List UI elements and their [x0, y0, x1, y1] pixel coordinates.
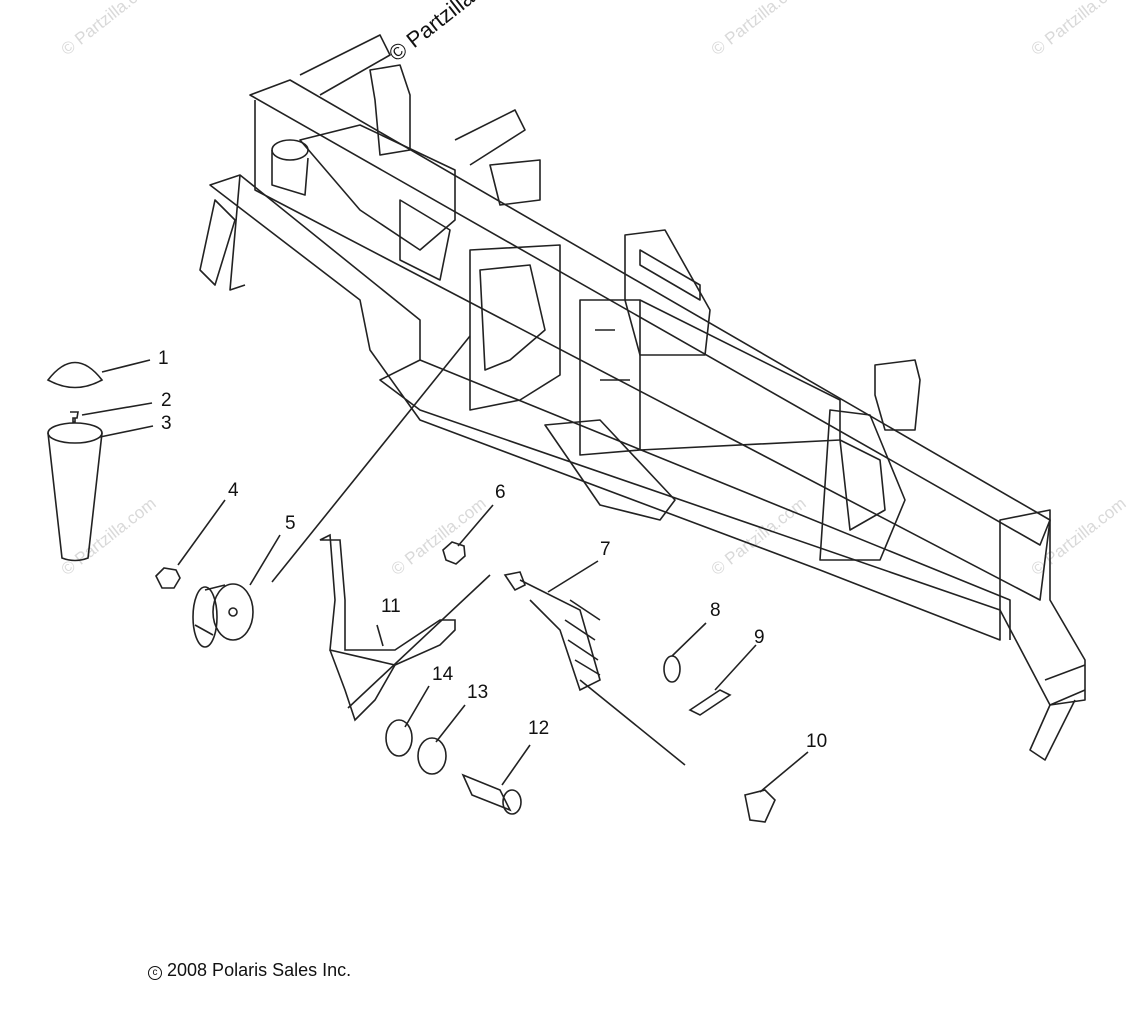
- copyright-symbol-icon: c: [148, 966, 162, 980]
- part-7-cable: [503, 571, 527, 592]
- top-bracket-right: [874, 359, 921, 431]
- right-plate: [819, 409, 906, 561]
- copyright-text: c 2008 Polaris Sales Inc.: [148, 960, 351, 981]
- part-5-bushing: [212, 583, 254, 641]
- frame-right-leg: [1029, 699, 1076, 761]
- callout-13: 13: [467, 682, 489, 703]
- callout-6: 6: [495, 482, 506, 503]
- callout-7: 7: [600, 539, 611, 560]
- callout-2: 2: [161, 390, 172, 411]
- copyright-label: 2008 Polaris Sales Inc.: [167, 960, 352, 980]
- center-bracket: [469, 244, 561, 411]
- top-bracket-left: [369, 64, 411, 156]
- part-8-washer: [663, 655, 681, 683]
- frame-lower-rail: [209, 174, 1001, 641]
- part-12-pin: [461, 773, 512, 812]
- part-11-lever: [319, 533, 456, 666]
- frame-upper-beam: [254, 100, 1051, 601]
- frame-bottom-beam: [419, 359, 1011, 640]
- callout-8: 8: [710, 600, 721, 621]
- callout-4: 4: [228, 480, 239, 501]
- part-3-knob: [47, 422, 103, 444]
- lower-bracket: [544, 419, 676, 521]
- callout-5: 5: [285, 513, 296, 534]
- part-14-washer: [385, 719, 413, 757]
- callout-9: 9: [754, 627, 765, 648]
- callout-3: 3: [161, 413, 172, 434]
- part-2-screw: [70, 411, 79, 423]
- part-10-clip: [744, 789, 776, 823]
- callout-11: 11: [381, 596, 401, 617]
- top-bracket-center: [624, 229, 711, 356]
- shifter-mount: [299, 124, 456, 251]
- callout-12: 12: [528, 718, 550, 739]
- callout-14: 14: [432, 664, 454, 685]
- frame-top-rail: [249, 79, 1051, 546]
- part-6-nut: [442, 541, 466, 565]
- callout-1: 1: [158, 348, 169, 369]
- frame-right-end: [999, 509, 1086, 706]
- part-1-cap: [46, 361, 104, 389]
- part-13-washer: [417, 737, 447, 775]
- part-4-nut: [155, 567, 181, 589]
- callout-10: 10: [806, 731, 828, 752]
- frame-left-leg: [199, 199, 236, 286]
- part-9-clip: [688, 689, 732, 716]
